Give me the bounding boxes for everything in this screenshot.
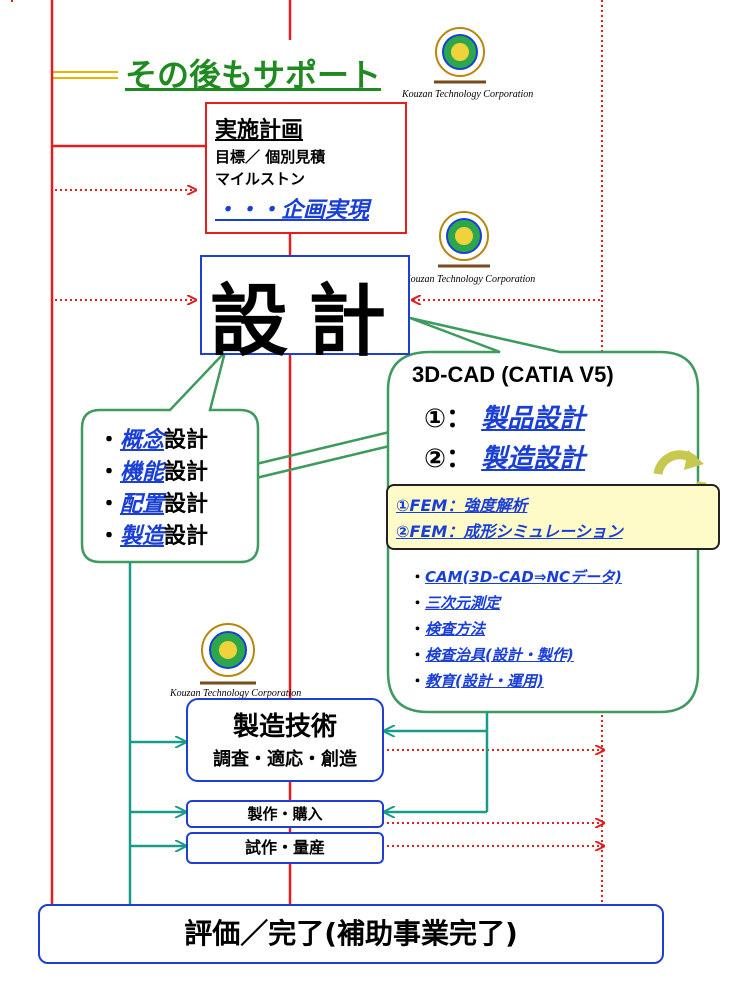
plan-link[interactable]: ・・・企画実現 [215,198,370,223]
final-label: 評価／完了(補助事業完了) [184,917,518,950]
logo-caption-top: Kouzan Technology Corporation [402,89,534,100]
production-box: 製作・購入 [186,800,384,828]
cad-item-2: ②： 製造設計 [424,444,586,474]
cad-title: 3D-CAD (CATIA V5) [412,362,614,387]
final-box: 評価／完了(補助事業完了) [38,904,664,964]
cad-list-item-2: ・三次元測定 [410,594,501,612]
plan-title: 実施計画 [215,118,304,143]
design-box: 設計 [200,255,410,367]
concept-item-2: ・機能設計 [98,460,209,485]
plan-line-1: 目標／ 個別見積 [215,148,326,166]
logo-caption-bottom: Kouzan Technology Corporation [170,688,302,699]
concept-item-3: ・配置設計 [98,492,209,517]
trial-box: 試作・量産 [186,832,384,864]
header-title: その後もサポート [125,56,382,94]
concept-item-4: ・製造設計 [98,524,209,549]
concept-link-1[interactable]: 概念 [120,428,165,453]
mfg-tech-title: 製造技術 [232,712,337,742]
cad-list-item-5: ・教育(設計・運用) [410,672,544,690]
concept-link-3[interactable]: 配置 [120,492,165,517]
cad-link-2[interactable]: 製造設計 [481,444,586,474]
mfg-tech-box: 製造技術 調査・適応・創造 [186,698,384,782]
cad-list-item-3: ・検査方法 [410,620,486,638]
fem-box: ①FEM：強度解析 ②FEM：成形シミュレーション [386,484,720,550]
concept-bubble-shape [80,347,260,564]
plan-box: 実施計画 目標／ 個別見積 マイルストン ・・・企画実現 [205,102,407,234]
company-logo-top [434,27,486,84]
concept-item-1: ・概念設計 [98,428,209,453]
concept-link-2[interactable]: 機能 [120,460,165,485]
fem-item-1[interactable]: ①FEM：強度解析 [396,496,528,515]
production-label: 製作・購入 [247,805,323,823]
cad-link-1[interactable]: 製品設計 [481,404,586,434]
mfg-tech-sub: 調査・適応・創造 [213,749,357,770]
company-logo-bottom [200,623,256,685]
concept-link-4[interactable]: 製造 [120,524,165,549]
company-logo-middle [438,211,490,268]
cad-item-1: ①： 製品設計 [424,404,586,434]
cad-list-item-4: ・検査治具(設計・製作) [410,646,574,664]
logo-caption-middle: Kouzan Technology Corporation [404,274,536,285]
plan-line-2: マイルストン [215,170,306,188]
cad-list-item-1: ・CAM(3D-CAD⇒NCデータ) [410,568,622,586]
fem-item-2[interactable]: ②FEM：成形シミュレーション [396,522,623,541]
trial-label: 試作・量産 [244,838,325,857]
design-calligraphy: 設計 [210,276,407,367]
